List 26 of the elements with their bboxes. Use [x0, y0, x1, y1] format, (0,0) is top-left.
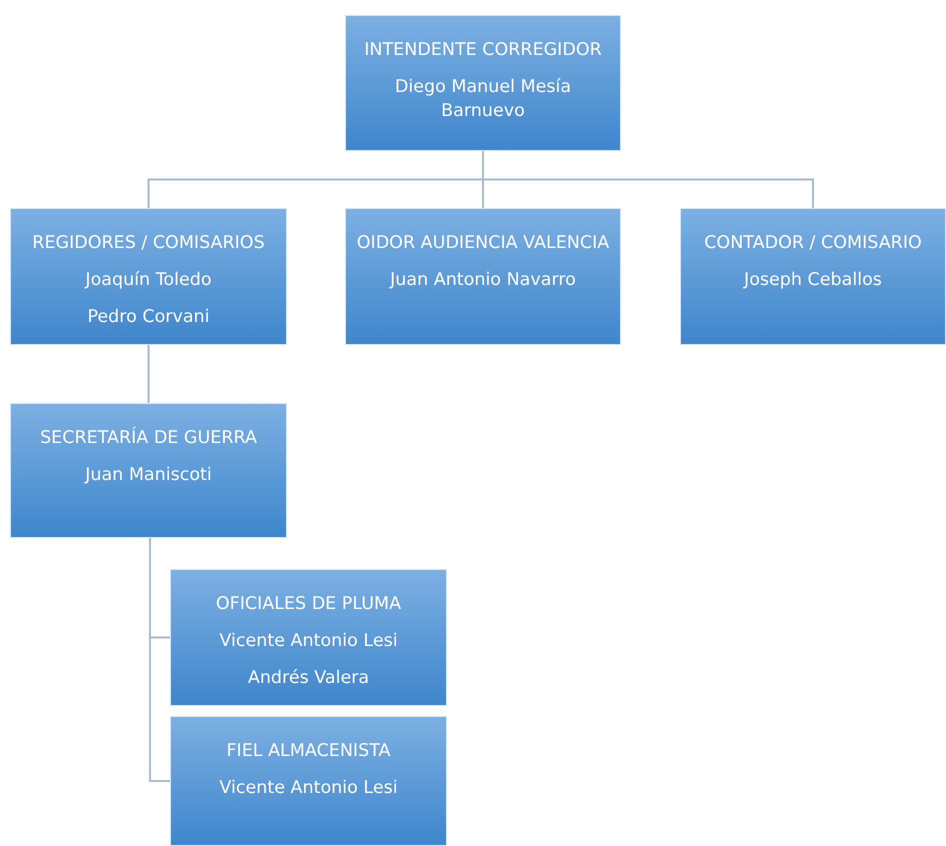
org-box	[170, 569, 447, 706]
connector-line	[149, 538, 170, 782]
position-title: FIEL ALMACENISTA	[226, 740, 391, 763]
person-name: Joseph Ceballos	[744, 269, 882, 292]
connector-line	[482, 151, 814, 208]
org-box	[680, 208, 946, 345]
person-name: Vicente Antonio Lesi	[219, 630, 398, 653]
position-title: SECRETARÍA DE GUERRA	[40, 426, 257, 450]
connector-line	[148, 345, 150, 403]
position-title: INTENDENTE CORREGIDOR	[364, 39, 602, 62]
person-name: Juan Antonio Navarro	[390, 269, 576, 292]
org-box	[345, 15, 621, 151]
person-name: Vicente Antonio Lesi	[219, 777, 398, 800]
position-title: REGIDORES / COMISARIOS	[32, 232, 265, 255]
org-box	[10, 208, 287, 345]
person-name: Juan Maniscoti	[85, 464, 212, 487]
position-title: OIDOR AUDIENCIA VALENCIA	[356, 232, 610, 255]
position-title: OFICIALES DE PLUMA	[216, 593, 402, 616]
person-name: Andrés Valera	[248, 667, 370, 690]
org-box	[170, 716, 447, 846]
person-name: Pedro Corvani	[87, 306, 210, 329]
person-name: Joaquín Toledo	[85, 269, 212, 292]
position-title: CONTADOR / COMISARIO	[704, 232, 922, 255]
org-box	[345, 208, 621, 345]
org-box	[10, 403, 287, 538]
person-name: Diego Manuel Mesía Barnuevo	[394, 76, 572, 123]
